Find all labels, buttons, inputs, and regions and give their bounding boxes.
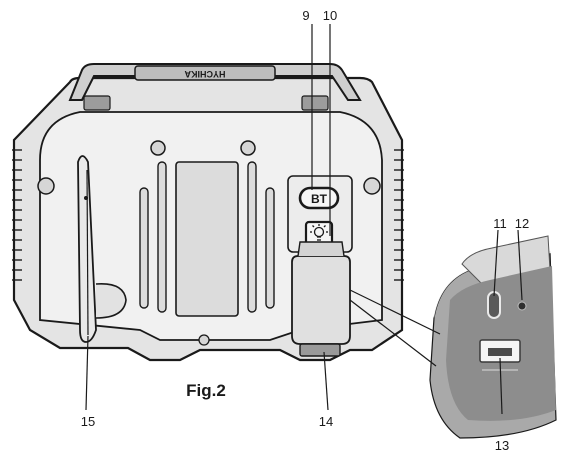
screw-boss-1 bbox=[37, 177, 55, 195]
bt-button-label: BT bbox=[311, 192, 328, 206]
inset-top-fade bbox=[430, 176, 556, 318]
antenna bbox=[77, 155, 127, 343]
vent-slot-3 bbox=[247, 161, 257, 313]
device-back-view: HYCHIKA bbox=[12, 63, 404, 362]
vent-slot-2 bbox=[157, 161, 167, 313]
screw-boss-3 bbox=[240, 140, 256, 156]
callout-12: 12 bbox=[515, 216, 529, 231]
handle-grip bbox=[134, 65, 276, 81]
figure-caption: Fig.2 bbox=[186, 381, 226, 400]
bt-button[interactable] bbox=[298, 186, 340, 210]
callout-13: 13 bbox=[495, 438, 509, 453]
light-bulb-icon bbox=[310, 224, 328, 241]
vent-slot-1 bbox=[139, 187, 149, 309]
callout-11: 11 bbox=[493, 216, 507, 231]
zoom-connector-upper bbox=[349, 289, 441, 335]
label-plate bbox=[175, 161, 239, 317]
zoom-connector-lower bbox=[349, 299, 437, 367]
callout-10: 10 bbox=[323, 8, 337, 23]
vent-slot-4 bbox=[265, 187, 275, 309]
leader-14 bbox=[323, 351, 329, 411]
screw-boss-5 bbox=[198, 334, 210, 346]
usb-a-port-tongue bbox=[488, 348, 512, 356]
port-cover-tab bbox=[297, 241, 345, 257]
callout-15: 15 bbox=[81, 414, 95, 429]
callout-14: 14 bbox=[319, 414, 333, 429]
leader-12 bbox=[517, 229, 523, 301]
side-ribs-left bbox=[12, 149, 22, 281]
port-cover-hinge bbox=[299, 343, 341, 357]
screw-boss-4 bbox=[363, 177, 381, 195]
leader-15 bbox=[85, 335, 89, 411]
leader-11 bbox=[493, 229, 499, 297]
brand-mark: HYCHIKA bbox=[184, 69, 226, 79]
battery-tab-right bbox=[301, 95, 329, 111]
leader-13 bbox=[499, 357, 503, 415]
port-cover[interactable] bbox=[291, 255, 351, 345]
side-ribs-right bbox=[394, 149, 404, 281]
callout-9: 9 bbox=[302, 8, 309, 23]
indicator-led bbox=[517, 301, 527, 311]
port-detail-inset bbox=[429, 176, 557, 439]
battery-tab-left bbox=[83, 95, 111, 111]
screw-boss-2 bbox=[150, 140, 166, 156]
leader-lines bbox=[85, 24, 523, 415]
